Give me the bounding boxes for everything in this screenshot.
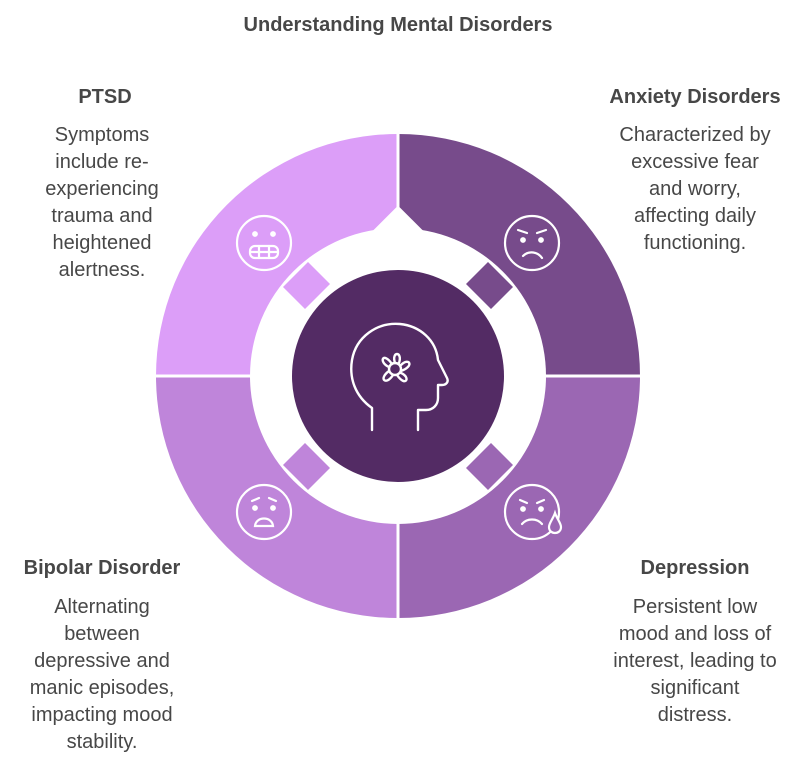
description-line: mood and loss of — [618, 623, 772, 645]
description-line: Characterized by — [619, 124, 771, 146]
distressed-face-icon — [235, 483, 293, 541]
description-line: impacting mood — [31, 704, 173, 726]
description-line: depressive and — [34, 650, 170, 672]
description-line: functioning. — [643, 232, 747, 254]
description-line: Persistent low — [632, 596, 758, 618]
description-line: distress. — [657, 704, 733, 726]
ring-notches — [355, 205, 441, 291]
description-line: excessive fear — [631, 151, 759, 173]
connector-depression — [466, 443, 513, 490]
depression-description: Persistent low mood and loss of interest… — [596, 594, 794, 729]
head-with-flower-icon — [350, 322, 449, 432]
description-line: alertness. — [58, 259, 146, 281]
description-line: Alternating — [54, 596, 150, 618]
description-line: experiencing — [45, 178, 159, 200]
segment-anxiety — [398, 134, 640, 376]
ptsd-heading: PTSD — [78, 86, 132, 108]
anxiety-heading: Anxiety Disorders — [609, 86, 781, 108]
description-line: stability. — [66, 731, 138, 753]
depression-heading: Depression — [640, 557, 750, 579]
sad-face-with-tear-icon — [503, 483, 563, 541]
worried-face-icon — [503, 214, 561, 272]
ptsd-description: Symptoms include re- experiencing trauma… — [22, 122, 182, 284]
description-line: heightened — [52, 232, 152, 254]
diagram-title: Understanding Mental Disorders — [243, 14, 553, 36]
anxiety-description: Characterized by excessive fear and worr… — [600, 122, 790, 257]
description-line: include re- — [55, 151, 149, 173]
description-line: between — [64, 623, 140, 645]
bipolar-heading: Bipolar Disorder — [23, 557, 181, 579]
description-line: Symptoms — [54, 124, 150, 146]
segment-depression — [398, 376, 640, 618]
grimacing-face-icon — [235, 214, 293, 272]
description-line: and worry, — [649, 178, 741, 200]
connector-anxiety — [466, 262, 513, 309]
description-line: affecting daily — [634, 205, 756, 227]
description-line: significant — [650, 677, 740, 699]
description-line: interest, leading to — [613, 650, 777, 672]
connector-ptsd — [283, 262, 330, 309]
segment-bipolar — [156, 376, 398, 618]
connector-bipolar — [283, 443, 330, 490]
description-line: trauma and — [51, 205, 153, 227]
description-line: manic episodes, — [29, 677, 175, 699]
bipolar-description: Alternating between depressive and manic… — [12, 594, 192, 756]
